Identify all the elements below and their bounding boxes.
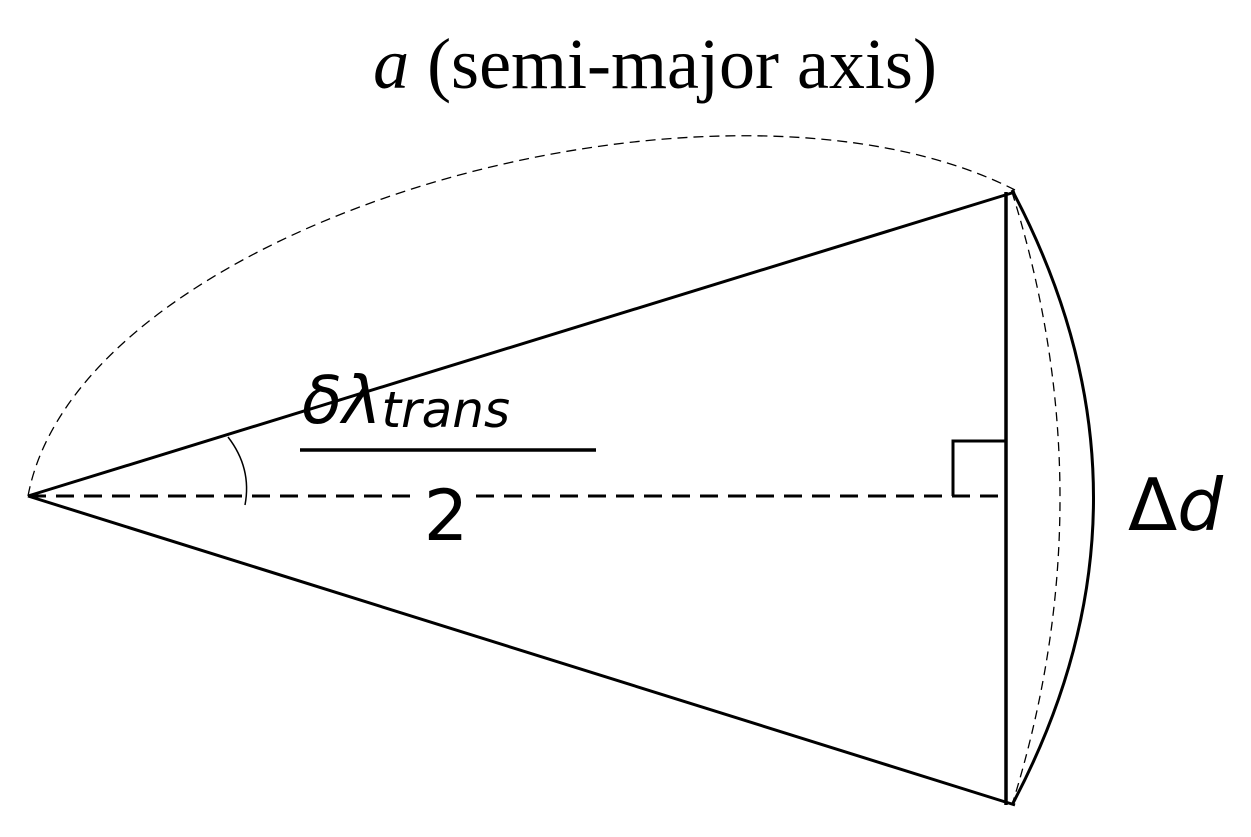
lower-radius-line [27,494,1016,807]
angle-arc [227,436,248,506]
angle-numerator-main: δλ [302,362,381,439]
semi-major-axis-symbol: a [373,24,409,104]
angle-denominator: 2 [424,475,469,557]
angle-numerator: δλtrans [302,362,510,439]
arc-solid [1010,189,1095,806]
title-label: a(semi-major axis) [373,24,937,104]
arc-dashed [1011,191,1061,806]
ellipse-arc-dashed [27,135,1016,497]
semi-major-axis-text: (semi-major axis) [427,24,937,104]
right-angle-marker [951,439,1006,496]
delta-symbol: Δ [1128,463,1177,547]
angle-numerator-subscript: trans [381,381,510,439]
distance-label: Δd [1128,463,1224,547]
denominator-background [418,480,474,544]
upper-radius-line [27,190,1016,498]
distance-symbol: d [1177,463,1224,547]
